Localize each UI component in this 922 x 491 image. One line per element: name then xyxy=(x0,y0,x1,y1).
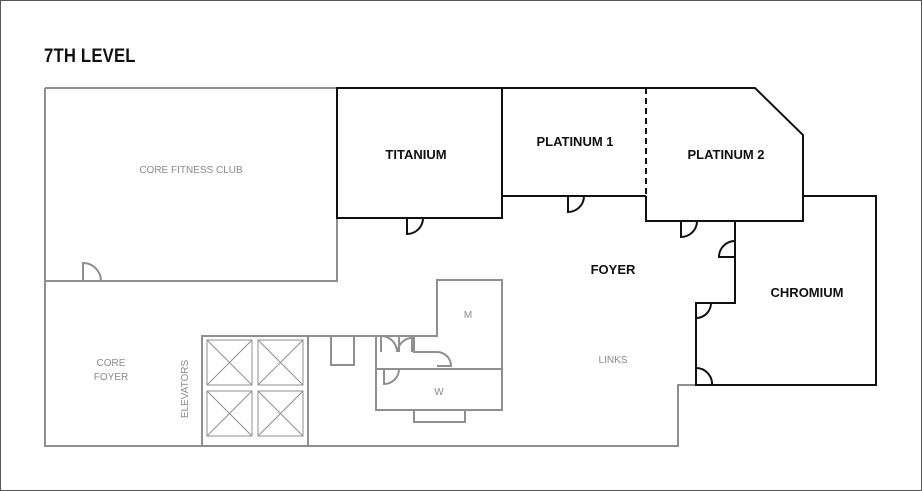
level-title: 7TH LEVEL xyxy=(44,46,136,67)
room-label-titanium: TITANIUM xyxy=(385,147,446,162)
titanium-door xyxy=(406,217,424,236)
platinum-2-room xyxy=(645,87,804,222)
room-label-core-fitness-club: CORE FITNESS CLUB xyxy=(139,165,243,176)
platinum-1-door xyxy=(567,195,585,214)
room-label-chromium: CHROMIUM xyxy=(771,285,844,300)
room-label-elevators: ELEVATORS xyxy=(180,359,191,418)
building-outline xyxy=(44,87,876,447)
room-label-platinum-1: PLATINUM 1 xyxy=(536,134,613,149)
room-label-restroom-m: M xyxy=(464,310,472,321)
platinum-2-door xyxy=(680,220,698,239)
restroom-doors xyxy=(380,334,453,386)
room-label-platinum-2: PLATINUM 2 xyxy=(687,147,764,162)
room-label-core-foyer-1: CORE xyxy=(97,358,126,369)
chromium-doors xyxy=(695,240,736,386)
elevator-cars xyxy=(206,339,304,437)
core-walls xyxy=(308,279,503,423)
fitness-door xyxy=(82,261,102,282)
chromium-room xyxy=(695,195,877,386)
elevator-bank xyxy=(201,335,309,447)
room-label-links: LINKS xyxy=(599,355,628,366)
room-label-restroom-w: W xyxy=(434,387,444,398)
room-label-core-foyer-2: FOYER xyxy=(94,372,128,383)
platinum-1-room xyxy=(501,87,646,218)
room-label-foyer: FOYER xyxy=(591,262,636,277)
